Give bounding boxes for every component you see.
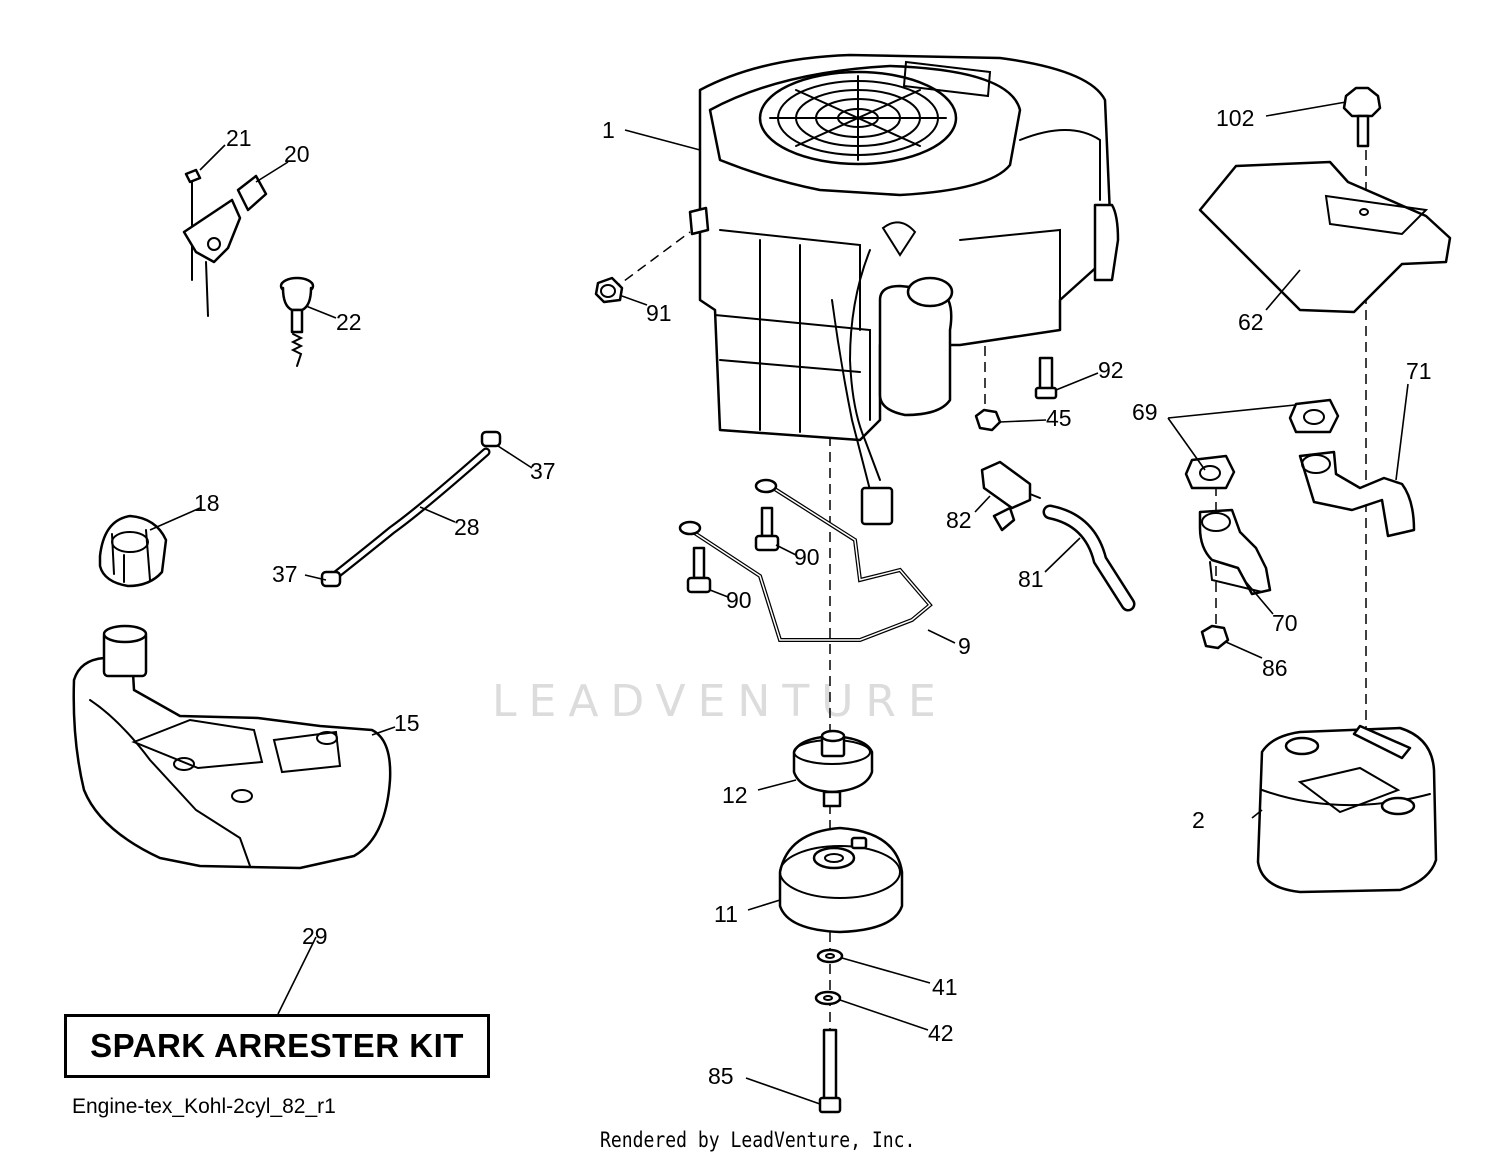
leader-lines (149, 101, 1409, 1105)
callout-62: 62 (1238, 309, 1264, 335)
fuel-cap (98, 514, 168, 588)
callout-28: 28 (454, 514, 480, 540)
nut-86 (1200, 624, 1230, 650)
fuel-connector (980, 460, 1041, 532)
render-credit: Rendered by LeadVenture, Inc. (600, 1128, 916, 1152)
choke-knob (279, 276, 315, 367)
callout-82: 82 (946, 507, 972, 533)
watermark: LEADVENTURE (492, 676, 948, 727)
exhaust-pipe-70 (1198, 508, 1272, 596)
fitting-91 (594, 276, 624, 304)
callout-41: 41 (932, 974, 958, 1000)
muffler (1256, 724, 1438, 894)
callout-1: 1 (602, 117, 615, 143)
callout-42: 42 (928, 1020, 954, 1046)
callout-71: 71 (1406, 358, 1432, 384)
callout-11: 11 (714, 901, 738, 927)
electric-clutch (778, 826, 904, 934)
callout-18: 18 (194, 490, 220, 516)
fitting-axis-line (611, 231, 691, 291)
washer-42 (814, 990, 842, 1006)
callout-22: 22 (336, 309, 362, 335)
callout-2: 2 (1192, 807, 1205, 833)
callout-85: 85 (708, 1063, 734, 1089)
diagram-code: Engine-tex_Kohl-2cyl_82_r1 (72, 1095, 336, 1118)
callout-92: 92 (1098, 357, 1124, 383)
callout-102: 102 (1216, 105, 1254, 131)
heat-shield (1198, 160, 1452, 314)
callout-69: 69 (1132, 399, 1158, 425)
washer-41 (816, 948, 844, 964)
fuel-tank (72, 624, 392, 870)
engine (688, 53, 1120, 526)
spark-arrester-kit-label: SPARK ARRESTER KIT (90, 1027, 464, 1064)
callout-90-right: 90 (794, 544, 820, 570)
bolt-85 (818, 1028, 842, 1114)
nut-45 (974, 408, 1002, 432)
callout-70: 70 (1272, 610, 1298, 636)
throttle-control (182, 168, 268, 317)
engine-bracket (678, 478, 933, 642)
callout-labels: 1 2 9 11 12 15 18 20 21 22 28 29 37 37 4… (194, 105, 1432, 1089)
callout-37-bottom: 37 (272, 561, 298, 587)
callout-12: 12 (722, 782, 748, 808)
callout-21: 21 (226, 125, 252, 151)
pulley (792, 729, 874, 808)
callout-91: 91 (646, 300, 672, 326)
callout-81: 81 (1018, 566, 1044, 592)
callout-15: 15 (394, 710, 420, 736)
bolt-92 (1034, 356, 1058, 400)
callout-90-left: 90 (726, 587, 752, 613)
fuel-line (320, 430, 502, 588)
exhaust-pipe-71 (1298, 450, 1416, 538)
gasket-69-b (1184, 454, 1236, 490)
spark-arrester-kit-box: SPARK ARRESTER KIT (64, 1014, 490, 1078)
gasket-69-a (1288, 398, 1340, 434)
callout-37-top: 37 (530, 458, 556, 484)
callout-20: 20 (284, 141, 310, 167)
callout-9: 9 (958, 633, 971, 659)
callout-45: 45 (1046, 405, 1072, 431)
screw-102 (1342, 86, 1382, 148)
hose-81 (1042, 504, 1136, 612)
callout-86: 86 (1262, 655, 1288, 681)
callout-29: 29 (302, 923, 328, 949)
